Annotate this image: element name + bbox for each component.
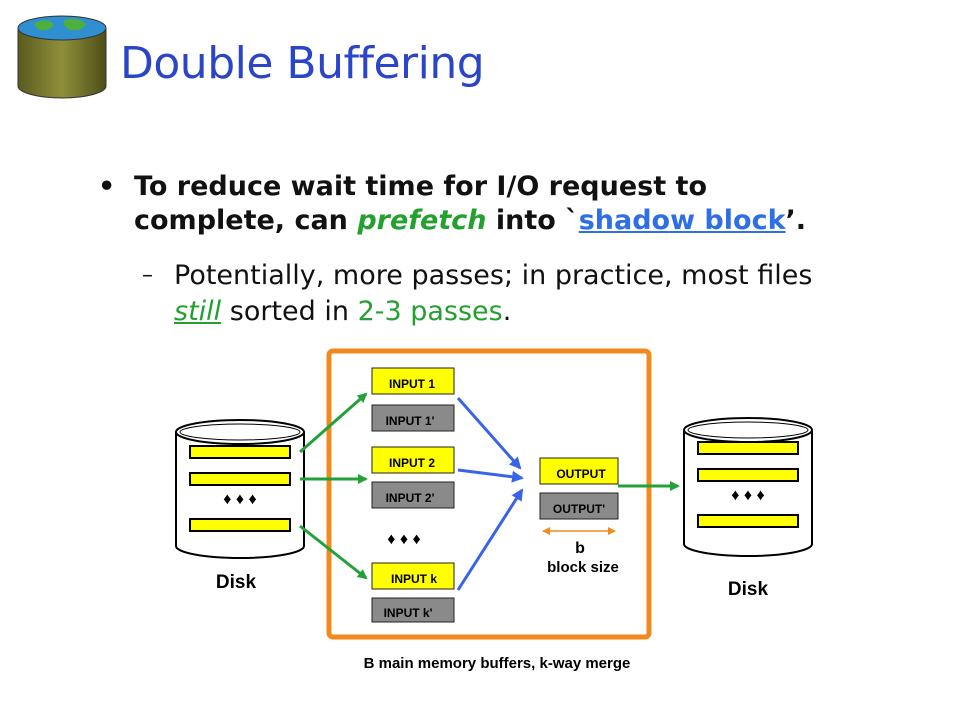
slide-title: Double Buffering <box>120 38 485 89</box>
bullet-1-part3: ’. <box>785 205 807 236</box>
merge-arrow-1 <box>456 397 522 470</box>
output-buffer-primary-label: OUTPUT <box>556 467 606 481</box>
bullet-dot: • <box>98 171 116 202</box>
input-buffer-group-k: INPUT k INPUT k' <box>371 562 455 623</box>
bullet-2-text: Potentially, more passes; in practice, m… <box>174 258 864 330</box>
input-buffer-primary <box>371 367 455 395</box>
left-disk: ♦ ♦ ♦ <box>175 419 305 559</box>
disk-block <box>697 514 799 528</box>
output-buffer-shadow-label: OUTPUT' <box>553 502 605 516</box>
bullet-1-text: To reduce wait time for I/O request to c… <box>134 170 824 238</box>
input-buffer-primary <box>371 446 455 474</box>
bullet-1-part2: into ` <box>486 205 579 236</box>
left-disk-label: Disk <box>216 572 257 593</box>
sub-bullet-dash: – <box>142 263 153 288</box>
input-buffer-shadow <box>371 481 455 509</box>
output-buffer-group: OUTPUT OUTPUT' <box>539 457 619 520</box>
passes-count: 2-3 passes <box>357 296 503 327</box>
disk-block <box>189 445 291 459</box>
double-buffering-diagram: ♦ ♦ ♦ Disk ♦ ♦ ♦ Disk INPUT 1 INPUT 1' I… <box>175 348 813 672</box>
still-term: still <box>174 296 222 327</box>
input-buffer-shadow-label: INPUT 1' <box>386 414 435 428</box>
right-disk: ♦ ♦ ♦ <box>683 417 813 557</box>
ellipsis-diamonds: ♦ ♦ ♦ <box>223 491 256 508</box>
bullet-2-part1: Potentially, more passes; in practice, m… <box>174 260 813 291</box>
disk-block <box>697 441 799 455</box>
globe-cylinder-logo-icon <box>17 15 107 99</box>
input-buffer-primary-label: INPUT 1 <box>389 377 435 391</box>
input-buffer-shadow-label: INPUT 2' <box>386 491 435 505</box>
bullet-2-part3: . <box>502 296 512 327</box>
right-disk-label: Disk <box>728 579 769 600</box>
shadow-block-link[interactable]: shadow block <box>578 205 786 236</box>
input-buffer-primary-label: INPUT k <box>391 572 437 586</box>
b-label: b <box>575 540 585 557</box>
prefetch-term: prefetch <box>357 205 487 236</box>
ellipsis-diamonds: ♦ ♦ ♦ <box>387 531 420 548</box>
input-buffer-shadow-label: INPUT k' <box>384 606 433 620</box>
disk-block <box>189 472 291 486</box>
input-buffer-shadow <box>371 404 455 432</box>
disk-block <box>189 518 291 532</box>
input-buffer-group-2: INPUT 2 INPUT 2' <box>371 446 455 509</box>
block-size-label: block size <box>547 559 619 576</box>
merge-arrow-k <box>456 488 524 591</box>
main-memory-box <box>326 348 652 640</box>
bullet-1-part1: To reduce wait time for I/O request to c… <box>134 171 707 236</box>
ellipsis-diamonds: ♦ ♦ ♦ <box>731 487 764 504</box>
merge-arrow-2 <box>457 468 524 483</box>
input-buffer-group-1: INPUT 1 INPUT 1' <box>371 367 455 432</box>
input-buffer-primary <box>371 562 455 590</box>
memory-caption: B main memory buffers, k-way merge <box>364 655 631 672</box>
output-buffer-primary <box>539 457 619 485</box>
bullet-2-part2: sorted in <box>221 296 358 327</box>
disk-block <box>697 468 799 482</box>
read-arrow-k <box>299 524 368 580</box>
input-buffer-primary-label: INPUT 2 <box>389 456 435 470</box>
read-arrow-1 <box>299 392 368 454</box>
output-buffer-shadow <box>539 492 619 520</box>
input-buffer-shadow <box>371 597 455 623</box>
